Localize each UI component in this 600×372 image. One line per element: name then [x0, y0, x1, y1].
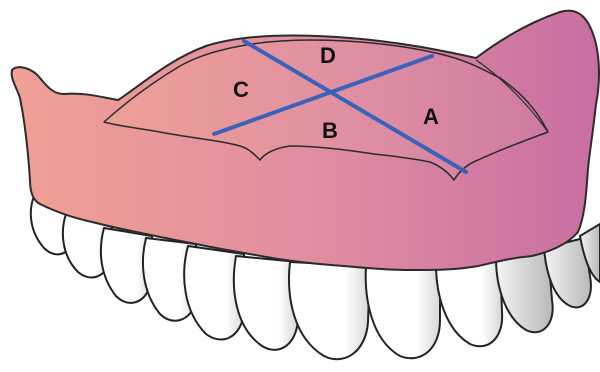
region-label-c: C: [233, 77, 249, 102]
tooth-canine-right: [496, 252, 553, 332]
tooth-central-incisor-right: [366, 266, 440, 358]
region-label-d: D: [320, 43, 336, 68]
tooth-lateral-incisor-right: [436, 260, 502, 346]
region-label-b: B: [322, 118, 338, 143]
region-label-a: A: [423, 104, 439, 129]
tooth-central-incisor-left: [289, 262, 370, 359]
